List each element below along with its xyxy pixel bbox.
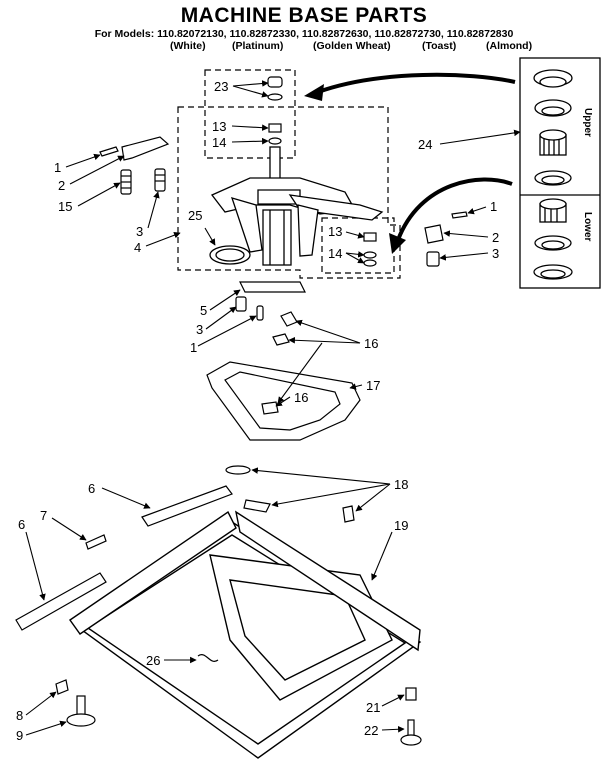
color-white: (White): [170, 40, 206, 52]
part-26-clip: [197, 654, 219, 662]
callout-25: 25: [188, 208, 202, 223]
part-5-bracket: [239, 281, 306, 293]
gearcase-leg-right: [297, 204, 319, 257]
part-18-c: [342, 505, 355, 523]
callout-9: 9: [16, 728, 23, 743]
box-main-assembly: [177, 106, 401, 279]
leader-lines: [25, 80, 521, 736]
part-14b: [363, 251, 377, 259]
part-3b-spring: [426, 251, 440, 267]
big-arrows: [304, 72, 516, 254]
callout-numbers: 23 13 14 24 1 2 15 3 4 25 13 14 1 2 3 5 …: [16, 79, 499, 743]
part-6b-bracket: [15, 572, 107, 631]
upper-rings: [533, 69, 573, 186]
clutch-top: [539, 129, 567, 141]
upper-small-parts: [267, 76, 283, 145]
callout-14b: 14: [328, 246, 342, 261]
part-18-a: [225, 465, 251, 475]
part-7-spring: [85, 534, 107, 550]
callout-15: 15: [58, 199, 72, 214]
callout-13a: 13: [212, 119, 226, 134]
base-left-rail: [69, 510, 237, 635]
callout-23: 23: [214, 79, 228, 94]
ring-upper-2-inner: [541, 106, 565, 116]
callout-6b: 6: [18, 517, 25, 532]
part-2b-bracket: [424, 224, 444, 244]
color-platinum: (Platinum): [232, 40, 284, 52]
part-1-screw: [99, 146, 119, 157]
part-16-pad-c: [261, 401, 279, 415]
label-upper: Upper: [582, 108, 593, 137]
callout-6a: 6: [88, 481, 95, 496]
callout-22: 22: [364, 723, 378, 738]
gearcase-leg-left: [230, 197, 263, 253]
callout-1a: 1: [54, 160, 61, 175]
part-2-bracket: [121, 136, 170, 161]
callout-3a: 3: [136, 224, 143, 239]
callout-3c: 3: [196, 322, 203, 337]
callout-1b: 1: [490, 199, 497, 214]
label-lower: Lower: [582, 212, 593, 242]
callout-5: 5: [200, 303, 207, 318]
callout-16b: 16: [294, 390, 308, 405]
color-almond: (Almond): [486, 40, 533, 52]
frame-17-assembly: [206, 311, 361, 441]
part-9-stem: [76, 695, 86, 717]
right-small-parts: [363, 211, 468, 267]
callout-26: 26: [146, 653, 160, 668]
callout-1c: 1: [190, 340, 197, 355]
callout-19: 19: [394, 518, 408, 533]
inset-panel: Upper Lower: [519, 57, 601, 289]
ring-upper-1-inner: [539, 76, 567, 88]
left-hinge-parts: [99, 136, 170, 195]
callout-2a: 2: [58, 178, 65, 193]
base-small-parts: [15, 465, 422, 746]
callout-21: 21: [366, 700, 380, 715]
part-3-spring: [154, 168, 166, 192]
callout-13b: 13: [328, 224, 342, 239]
callout-17: 17: [366, 378, 380, 393]
arrow-to-23: [317, 72, 516, 94]
part-16-pad-b: [272, 333, 290, 346]
part-18-b: [243, 499, 271, 513]
models-line: For Models: 110.82072130, 110.82872330, …: [94, 28, 514, 40]
box-23-14: [204, 69, 296, 159]
lower-rings: [533, 198, 573, 280]
part-14: [268, 137, 282, 145]
callout-14a: 14: [212, 135, 226, 150]
callout-7: 7: [40, 508, 47, 523]
callout-8: 8: [16, 708, 23, 723]
part-23-cap: [267, 76, 283, 88]
part-22-foot: [400, 734, 422, 746]
page-title: MACHINE BASE PARTS: [180, 4, 428, 27]
part-8-bolt: [55, 679, 69, 695]
arrow-to-13: [396, 177, 513, 241]
part-9-foot: [66, 713, 96, 727]
part-21-nut: [405, 687, 417, 701]
callout-24: 24: [418, 137, 432, 152]
callout-4: 4: [134, 240, 141, 255]
part-1c-screw: [256, 305, 264, 321]
lower-mid-parts: [235, 281, 306, 321]
gearcase-assembly: [209, 146, 384, 266]
part-23-ring: [267, 93, 283, 101]
machine-base: [69, 510, 422, 759]
callout-3b: 3: [492, 246, 499, 261]
color-golden-wheat: (Golden Wheat): [313, 40, 391, 52]
part-1b-screw: [451, 211, 468, 219]
part-13: [268, 123, 282, 133]
base-right-rail: [234, 510, 421, 652]
callout-2b: 2: [492, 230, 499, 245]
part-13b: [363, 232, 377, 242]
part-3c-spring: [235, 296, 247, 312]
part-16-pad-a: [280, 311, 298, 327]
part-6a-bracket: [141, 485, 233, 527]
gearcase-body: [262, 209, 292, 266]
color-toast: (Toast): [422, 40, 457, 52]
callout-16a: 16: [364, 336, 378, 351]
callout-18: 18: [394, 477, 408, 492]
